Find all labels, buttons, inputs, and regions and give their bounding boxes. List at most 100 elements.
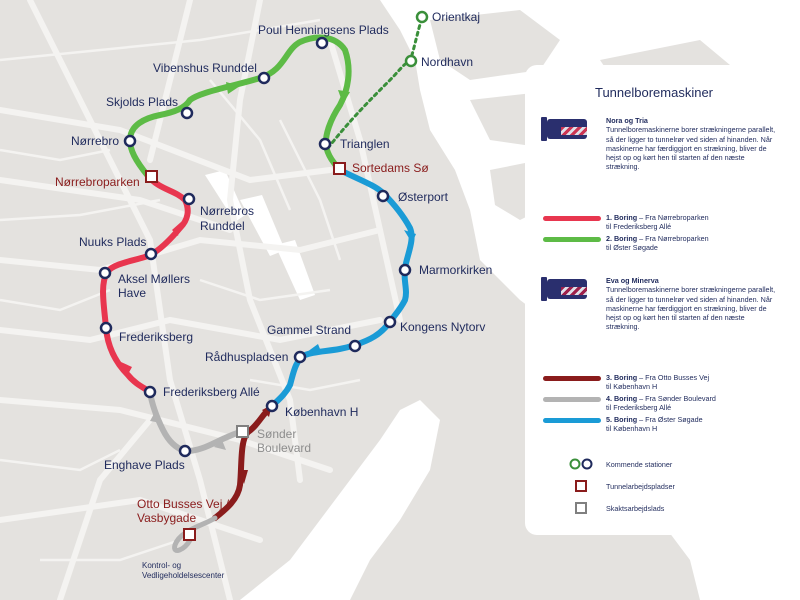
nordhavn-line bbox=[326, 16, 424, 150]
direction-arrows bbox=[121, 82, 416, 484]
label-radhuspladsen: Rådhuspladsen bbox=[205, 350, 288, 364]
label-frederiksberg-alle: Frederiksberg Allé bbox=[163, 385, 260, 399]
work-site-otto-busses-vej bbox=[183, 528, 196, 541]
station-marker-orientkaj bbox=[415, 10, 429, 24]
legend-group-nora-tria: Nora og Tria Tunnelboremaskinerne borer … bbox=[606, 116, 776, 172]
legend-group-name: Nora og Tria bbox=[606, 116, 648, 125]
boring-from: – Fra Nørrebroparken bbox=[639, 234, 709, 243]
boring-number: 4. Boring bbox=[606, 394, 638, 403]
shaft-site-sonder-boulevard bbox=[236, 425, 249, 438]
station-marker-aksel-mollers-have bbox=[98, 266, 112, 280]
label-norrebroparken: Nørrebroparken bbox=[55, 175, 140, 189]
station-labels: Orientkaj Nordhavn Poul Henningsens Plad… bbox=[71, 10, 492, 472]
legend-panel: Tunnelboremaskiner Nora og Tria Tunnelbo… bbox=[525, 65, 783, 535]
boring-to: til København H bbox=[606, 382, 658, 391]
arrow-icon bbox=[121, 362, 132, 376]
stations bbox=[98, 36, 412, 458]
station-marker-marmorkirken bbox=[398, 263, 412, 277]
arrow-icon bbox=[404, 230, 416, 243]
label-sonder-boulevard-2: Boulevard bbox=[257, 441, 311, 455]
station-marker-nuuks-plads bbox=[144, 247, 158, 261]
label-kobenhavn-h: København H bbox=[285, 405, 358, 419]
arrow-icon bbox=[338, 90, 350, 104]
boring-number: 2. Boring bbox=[606, 234, 638, 243]
station-marker-nordhavn bbox=[404, 54, 418, 68]
boring-3-line bbox=[212, 405, 273, 521]
station-marker-poul-henningsens-plads bbox=[315, 36, 329, 50]
site-labels: Nørrebroparken Sortedams Sø Sønder Boule… bbox=[55, 161, 429, 580]
label-norrebros-runddel-1: Nørrebros bbox=[200, 204, 254, 218]
label-gammel-strand: Gammel Strand bbox=[267, 323, 351, 337]
swatch-boring-1 bbox=[543, 216, 601, 221]
label-marmorkirken: Marmorkirken bbox=[419, 263, 492, 277]
label-trianglen: Trianglen bbox=[340, 137, 390, 151]
boring-to: til Frederiksberg Allé bbox=[606, 222, 672, 231]
legend-row-shaft-site: Skaktsarbejdslads bbox=[543, 501, 778, 515]
legend-row-stations: Kommende stationer bbox=[543, 457, 778, 471]
tunnel-boring-machine-icon bbox=[541, 277, 589, 301]
label-norrebros-runddel-2: Runddel bbox=[200, 219, 245, 233]
arrow-icon bbox=[226, 82, 240, 94]
work-sites bbox=[145, 162, 346, 541]
label-nuuks-plads: Nuuks Plads bbox=[79, 235, 146, 249]
work-site-square-icon bbox=[575, 480, 587, 492]
arrow-icon bbox=[172, 222, 181, 236]
label-aksel-mollers-have-1: Aksel Møllers bbox=[118, 272, 190, 286]
shaft-site-square-icon bbox=[575, 502, 587, 514]
station-marker-kobenhavn-h bbox=[265, 399, 279, 413]
boring-from: – Fra Otto Busses Vej bbox=[639, 373, 710, 382]
label-control-center-1: Kontrol- og bbox=[142, 561, 181, 570]
new-stations bbox=[404, 10, 429, 68]
label-sonder-boulevard-1: Sønder bbox=[257, 427, 296, 441]
legend-group-eva-minerva: Eva og Minerva Tunnelboremaskinerne bore… bbox=[606, 276, 776, 332]
boring-number: 3. Boring bbox=[606, 373, 638, 382]
boring-number: 1. Boring bbox=[606, 213, 638, 222]
boring-from: – Fra Øster Søgade bbox=[639, 415, 703, 424]
label-sortedams-so: Sortedams Sø bbox=[352, 161, 429, 175]
tunnel-boring-machine-icon bbox=[541, 117, 589, 141]
legend-group-name: Eva og Minerva bbox=[606, 276, 659, 285]
station-marker-frederiksberg-alle bbox=[143, 385, 157, 399]
boring-from: – Fra Nørrebroparken bbox=[639, 213, 709, 222]
station-marker-norrebro bbox=[123, 134, 137, 148]
label-kongens-nytorv: Kongens Nytorv bbox=[400, 320, 485, 334]
arrow-icon bbox=[307, 344, 322, 354]
label-otto-busses-vej-1: Otto Busses Vej / bbox=[137, 497, 230, 511]
station-marker-trianglen bbox=[318, 137, 332, 151]
arrow-icon bbox=[214, 440, 226, 450]
legend-group-text: Tunnelboremaskinerne borer strækningerne… bbox=[606, 285, 776, 332]
swatch-boring-2 bbox=[543, 237, 601, 242]
station-marker-kongens-nytorv bbox=[383, 315, 397, 329]
label-poul-henningsens-plads: Poul Henningsens Plads bbox=[258, 23, 389, 37]
station-marker-radhuspladsen bbox=[293, 350, 307, 364]
label-osterport: Østerport bbox=[398, 190, 449, 204]
work-site-sortedams-so bbox=[333, 162, 346, 175]
boring-from: – Fra Sønder Boulevard bbox=[639, 394, 716, 403]
boring-2-line bbox=[127, 34, 352, 179]
legend-label-shaft-site: Skaktsarbejdslads bbox=[606, 504, 665, 513]
legend-title: Tunnelboremaskiner bbox=[594, 85, 714, 100]
label-enghave-plads: Enghave Plads bbox=[104, 458, 185, 472]
station-marker-enghave-plads bbox=[178, 444, 192, 458]
legend-label-work-sites: Tunnelarbejdspladser bbox=[606, 482, 675, 491]
legend-group-text: Tunnelboremaskinerne borer strækningerne… bbox=[606, 125, 776, 172]
boring-number: 5. Boring bbox=[606, 415, 638, 424]
label-orientkaj: Orientkaj bbox=[432, 10, 480, 24]
label-skjolds-plads: Skjolds Plads bbox=[106, 95, 178, 109]
station-circles-icon bbox=[569, 458, 593, 470]
label-frederiksberg: Frederiksberg bbox=[119, 330, 193, 344]
station-marker-gammel-strand bbox=[348, 339, 362, 353]
label-norrebro: Nørrebro bbox=[71, 134, 119, 148]
boring-to: til Frederiksberg Allé bbox=[606, 403, 672, 412]
label-control-center-2: Vedligeholdelsescenter bbox=[142, 571, 225, 580]
minor-roads bbox=[0, 18, 361, 562]
station-marker-osterport bbox=[376, 189, 390, 203]
label-otto-busses-vej-2: Vasbygade bbox=[137, 511, 196, 525]
boring-to: til Øster Søgade bbox=[606, 243, 658, 252]
boring-to: til København H bbox=[606, 424, 658, 433]
